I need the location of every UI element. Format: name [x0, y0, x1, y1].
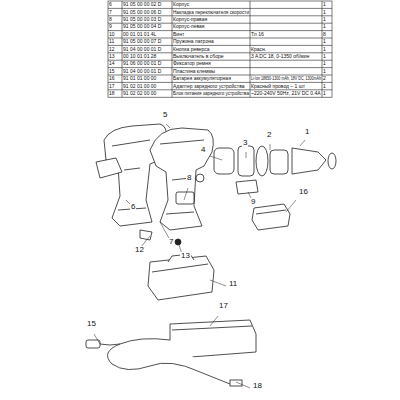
table-cell: Корпус-левая [173, 24, 205, 29]
table-cell: 00 01 01 01 4L [123, 32, 156, 37]
table-cell: ~220-240V 50Hz, 21V DC 0.4A [251, 91, 321, 96]
gearbox-chuck-parts [196, 146, 336, 194]
callout-number: 18 [252, 382, 263, 390]
callout-number: 8 [186, 174, 192, 182]
table-cell: 91 05 00 00 03 D [123, 17, 161, 22]
table-cell: 12 [109, 47, 115, 52]
table-cell: 1 [323, 69, 326, 74]
table-cell: 10 [109, 32, 115, 37]
table-cell: 91 02 01 00 00 [123, 84, 156, 89]
table-cell: 7 [109, 10, 112, 15]
table-cell: 1 [323, 24, 326, 29]
table-cell: Тл 16 [251, 32, 264, 37]
charger [86, 320, 256, 386]
table-cell: Пружина патрона [173, 39, 214, 44]
table-cell: Блок питания зарядного устройства [173, 91, 249, 96]
table-cell: 6 [109, 2, 112, 7]
callout-number: 7 [168, 238, 174, 246]
callout-number: 4 [200, 146, 206, 154]
table-cell: 91 01 01 00 00 [123, 76, 156, 81]
table-cell: 13 [109, 54, 115, 59]
drill-body-right [150, 128, 213, 230]
callout-number: 1 [304, 128, 310, 136]
table-cell: Красн. [251, 47, 266, 52]
table-cell: 91 05 00 00 07 D [123, 39, 161, 44]
table-cell: 1 [323, 2, 326, 7]
callout-number: 16 [298, 188, 309, 196]
callout-number: 2 [266, 131, 272, 139]
callout-number: 5 [162, 111, 168, 119]
callout-number: 12 [134, 246, 145, 254]
table-cell: Фиксатор ремня [173, 61, 211, 66]
table-cell: Пластина клеммы [173, 69, 215, 74]
parts-table-grid [108, 1, 332, 97]
table-cell: 1 [323, 91, 326, 96]
table-cell: 15 [109, 69, 115, 74]
table-cell: Выключатель в сборе [173, 54, 224, 59]
callout-number: 3 [242, 139, 248, 147]
table-cell: 18 [109, 91, 115, 96]
callout-number: 6 [130, 203, 136, 211]
leader-lines [94, 124, 305, 388]
switch-parts [140, 192, 194, 245]
table-cell: 1 [323, 17, 326, 22]
table-cell: Кнопка реверса [173, 47, 210, 52]
table-cell: 91 06 00 00 01 D [123, 61, 161, 66]
table-cell: 1 [323, 61, 326, 66]
table-cell: Винт [173, 32, 184, 37]
table-cell: 1 [323, 10, 326, 15]
table-cell: 8 [109, 17, 112, 22]
table-cell: Адаптер зарядного устройства [173, 84, 245, 89]
callout-number: 15 [86, 320, 97, 328]
table-cell: Li-Ion 18650-1300 mAh, 18V DC, 1300mAh [251, 76, 321, 81]
table-cell: 17 [109, 84, 115, 89]
table-cell: 91 05 00 00 06 D [123, 10, 161, 15]
table-cell: 91 02 02 00 00 [123, 91, 156, 96]
table-cell: Корпус-правая [173, 17, 207, 22]
table-cell: 1 [323, 84, 326, 89]
table-cell: 9 [109, 24, 112, 29]
table-cell: 2 [323, 76, 326, 81]
table-cell: Красный провод – 1 шт [251, 84, 305, 89]
table-cell: 91 05 00 00 04 D [123, 24, 161, 29]
callout-number: 11 [228, 280, 238, 288]
table-cell: 00 10 01 01 28 [123, 54, 156, 59]
table-cell: 16 [109, 76, 115, 81]
table-cell: 91 04 00 00 01 D [123, 47, 161, 52]
table-cell: Батарея аккумуляторная [173, 76, 231, 81]
battery-pack [148, 204, 290, 300]
callout-number: 13 [180, 252, 191, 260]
table-cell: 11 [109, 39, 114, 44]
table-cell: 14 [109, 61, 115, 66]
table-cell: 1 [323, 39, 326, 44]
table-cell: 3 A DC 18, 0-1350 об/мин [251, 54, 309, 59]
table-cell: 1 [323, 54, 326, 59]
callout-number: 17 [218, 302, 229, 310]
table-cell: Накладка переключателя скорости [173, 10, 249, 15]
table-cell: 91 04 00 00 01 D [123, 69, 161, 74]
callout-number: 9 [250, 198, 256, 206]
table-cell: 91 05 00 00 02 D [123, 2, 161, 7]
table-cell: 8 [323, 32, 326, 37]
table-cell: 1 [323, 47, 326, 52]
table-cell: Корпус [173, 2, 189, 7]
